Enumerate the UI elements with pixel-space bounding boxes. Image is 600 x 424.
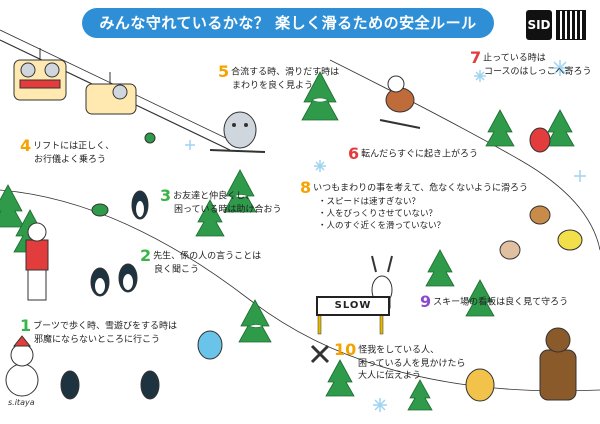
rule-number: 7 — [470, 48, 482, 67]
rule-bullet: ・人のすぐ近くを滑っていない？ — [318, 221, 446, 231]
qr-code-icon — [556, 10, 586, 40]
rule-text: スキー場の看板は良く見て守ろう — [433, 297, 569, 308]
rule-text: リフトには正しく、 — [33, 141, 115, 152]
rule-text: 合流する時、滑りだす時は — [231, 67, 340, 78]
page-title: みんな守れているかな？ 楽しく滑るための安全ルール — [82, 8, 494, 38]
rule-text: まわりを良く見よう — [232, 81, 314, 91]
rule-number: 5 — [218, 62, 230, 81]
sid-logo: SID — [526, 10, 552, 40]
rule-text: 良く聞こう — [154, 265, 200, 275]
rule-text: 大人に伝えよう — [358, 371, 422, 381]
rule-bullet: ・スピードは速すぎない？ — [318, 197, 421, 207]
rule-number: 1 — [20, 316, 32, 335]
rule-bullet: ・人をびっくりさせていない？ — [318, 209, 438, 219]
cross-mark-icon — [310, 344, 330, 364]
rule-text: コースのはしっこへ寄ろう — [484, 67, 592, 77]
rule-text: 止っている時は — [483, 53, 546, 64]
slow-sign: SLOW — [316, 296, 390, 316]
rule-number: 3 — [160, 186, 172, 205]
rule-text: お行儀よく乗ろう — [34, 155, 107, 165]
rule-number: 10 — [334, 340, 357, 359]
rule-text: ブーツで歩く時、雪遊びをする時は — [33, 321, 177, 332]
rule-number: 9 — [420, 292, 432, 311]
rule-number: 4 — [20, 136, 32, 155]
rule-number: 2 — [140, 246, 152, 265]
rule-text: お友達と仲良くし、 — [173, 191, 255, 202]
rule-number: 8 — [300, 178, 312, 197]
rule-text: 困っている時は助け合おう — [174, 205, 282, 215]
rule-text: 先生、係の人の言うことは — [153, 251, 262, 262]
rule-text: 困っている人を見かけたら — [358, 359, 466, 369]
rule-text: 邪魔にならないところに行こう — [34, 335, 161, 345]
snowflake-icon — [185, 60, 586, 412]
lift-chair-icon — [85, 72, 137, 115]
rule-text: 怪我をしている人、 — [358, 345, 439, 356]
rule-text: いつもまわりの事を考えて、危なくないように滑ろう — [313, 183, 529, 194]
tree-icon — [0, 71, 575, 411]
rule-text: 転んだらすぐに起き上がろう — [361, 149, 478, 160]
artist-signature: s.itaya — [8, 398, 35, 407]
lift-chair-icon — [13, 48, 67, 101]
rule-number: 6 — [348, 144, 360, 163]
